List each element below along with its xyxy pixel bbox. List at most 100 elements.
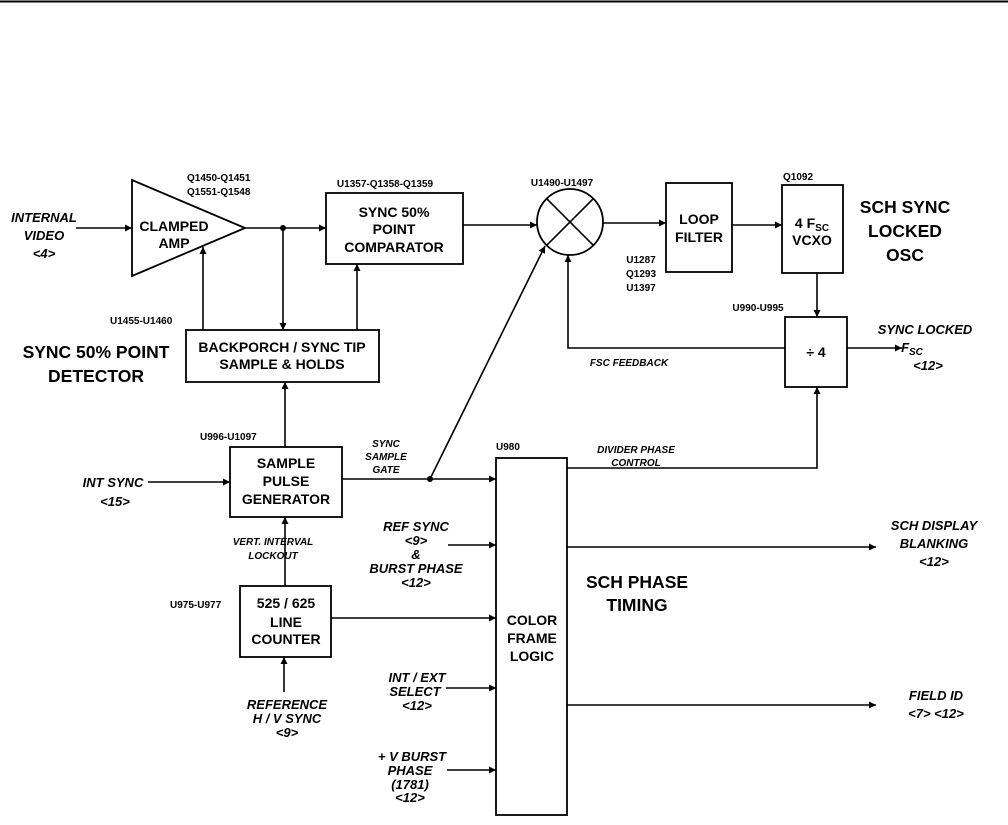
v-burst-label-4: <12>	[395, 790, 425, 805]
loop-filter-box	[665, 182, 733, 273]
fsc-feedback-label: FSC FEEDBACK	[590, 358, 669, 369]
int-ext-label-1: INT / EXT	[388, 670, 446, 685]
amplifier-triangle-icon	[131, 178, 248, 278]
v-burst-label-2: PHASE	[388, 763, 433, 778]
color-frame-block: U980 COLOR FRAME LOGIC	[495, 442, 568, 816]
clamped-amp-ref-2: Q1551-Q1548	[187, 187, 251, 198]
vcxo-label-2: VCXO	[792, 232, 832, 248]
line-counter-label-1: 525 / 625	[257, 595, 316, 611]
reference-hv-label-3: <9>	[276, 725, 299, 740]
vcxo-label-1: 4 FSC	[795, 215, 829, 234]
field-id-output: FIELD ID <7> <12>	[908, 688, 964, 721]
section-title-sch-osc-1: SCH SYNC	[860, 197, 951, 217]
section-title-sch-osc-2: LOCKED	[868, 221, 942, 241]
vert-interval-label-1: VERT. INTERVAL	[233, 537, 314, 548]
section-title-sch-phase-1: SCH PHASE	[586, 572, 688, 592]
v-burst-phase-input: + V BURST PHASE (1781) <12>	[378, 749, 496, 805]
color-frame-label-1: COLOR	[507, 612, 558, 628]
section-title-sch-phase-2: TIMING	[606, 595, 667, 615]
vcxo-block: Q1092 4 FSC VCXO	[781, 172, 844, 274]
line-counter-label-2: LINE	[270, 614, 302, 630]
ref-sync-label-3: &	[411, 547, 420, 562]
internal-video-label-3: <4>	[33, 246, 56, 261]
sample-pulse-ref: U996-U1097	[200, 432, 257, 443]
divider-label: ÷ 4	[806, 344, 826, 360]
backporch-label-1: BACKPORCH / SYNC TIP	[198, 339, 365, 355]
sync-sample-gate-label-1: SYNC	[372, 439, 401, 450]
sample-pulse-block: U996-U1097 SAMPLE PULSE GENERATOR	[200, 432, 343, 518]
sample-pulse-box	[229, 446, 343, 518]
int-ext-select-input: INT / EXT SELECT <12>	[388, 670, 496, 713]
ref-sync-label-5: <12>	[401, 575, 431, 590]
internal-video-label-1: INTERNAL	[11, 210, 77, 225]
divider-phase-label-1: DIVIDER PHASE	[597, 445, 675, 456]
v-burst-label-1: + V BURST	[378, 749, 447, 764]
sch-display-label-1: SCH DISPLAY	[891, 518, 979, 533]
int-ext-label-2: SELECT	[389, 684, 441, 699]
field-id-label-2: <7> <12>	[908, 706, 964, 721]
loop-filter-block: LOOP FILTER U1287 Q1293 U1397	[626, 182, 733, 294]
loop-filter-label-1: LOOP	[679, 211, 719, 227]
int-sync-label-2: <15>	[100, 494, 130, 509]
vcxo-box	[781, 184, 844, 274]
sync-sample-gate-label-2: SAMPLE	[365, 452, 407, 463]
color-frame-label-2: FRAME	[507, 630, 557, 646]
clamped-amp-label-2: AMP	[158, 235, 189, 251]
line-counter-ref: U975-U977	[170, 600, 222, 611]
fsc-label-sub: SC	[909, 347, 924, 358]
mixer-ref: U1490-U1497	[531, 178, 594, 189]
section-title-sync-detector-2: DETECTOR	[48, 366, 144, 386]
divider-ref: U990-U995	[732, 303, 784, 314]
loop-filter-ref-1: U1287	[626, 255, 656, 266]
sync-locked-fsc-output: SYNC LOCKED FSC <12>	[878, 322, 973, 373]
backporch-ref: U1455-U1460	[110, 316, 173, 327]
clamped-amp-label-1: CLAMPED	[139, 218, 208, 234]
vcxo-label-sub: SC	[815, 223, 829, 234]
ref-sync-label-2: <9>	[405, 533, 428, 548]
sch-display-blanking-output: SCH DISPLAY BLANKING <12>	[891, 518, 979, 569]
mixer-cross-icon	[546, 198, 594, 246]
comparator-box	[325, 192, 464, 265]
int-sync-input: INT SYNC <15>	[83, 475, 230, 509]
color-frame-label-3: LOGIC	[510, 648, 554, 664]
vcxo-ref: Q1092	[783, 172, 813, 183]
arrow-gate-to-mixer	[429, 245, 546, 480]
reference-hv-label-1: REFERENCE	[247, 697, 328, 712]
comparator-block: U1357-Q1358-Q1359 SYNC 50% POINT COMPARA…	[325, 179, 464, 265]
loop-filter-ref-3: U1397	[626, 283, 656, 294]
fsc-label: FSC	[901, 340, 924, 358]
backporch-label-2: SAMPLE & HOLDS	[219, 356, 344, 372]
ref-sync-label-1: REF SYNC	[383, 519, 449, 534]
comparator-ref: U1357-Q1358-Q1359	[337, 179, 434, 190]
clamped-amp-ref-1: Q1450-Q1451	[187, 173, 251, 184]
vcxo-label-main: 4 F	[795, 215, 816, 231]
comparator-label-3: COMPARATOR	[344, 239, 444, 255]
sample-pulse-label-1: SAMPLE	[257, 455, 315, 471]
section-title-sync-detector-1: SYNC 50% POINT	[23, 342, 170, 362]
fsc-label-main: F	[901, 340, 910, 355]
sample-pulse-label-3: GENERATOR	[242, 491, 330, 507]
arrow-fsc-feedback	[564, 255, 785, 349]
loop-filter-ref-2: Q1293	[626, 269, 656, 280]
vert-interval-label-2: LOCKOUT	[248, 551, 298, 562]
ref-sync-burst-input: REF SYNC <9> & BURST PHASE <12>	[369, 519, 496, 590]
divider-phase-label-2: CONTROL	[611, 458, 660, 469]
line-counter-label-3: COUNTER	[251, 631, 320, 647]
sch-display-label-3: <12>	[919, 554, 949, 569]
color-frame-ref: U980	[496, 442, 520, 453]
comparator-label-2: POINT	[373, 221, 416, 237]
loop-filter-label-2: FILTER	[675, 229, 723, 245]
backporch-block: BACKPORCH / SYNC TIP SAMPLE & HOLDS	[185, 329, 380, 383]
field-id-label-1: FIELD ID	[909, 688, 964, 703]
sync-locked-connector: <12>	[913, 358, 943, 373]
sync-sample-gate-label-3: GATE	[372, 465, 399, 476]
arrow-divider-phase-control	[567, 387, 821, 469]
sample-pulse-label-2: PULSE	[263, 473, 310, 489]
v-burst-label-3: (1781)	[391, 777, 429, 792]
comparator-label-1: SYNC 50%	[359, 204, 430, 220]
reference-hv-sync-input: REFERENCE H / V SYNC <9>	[247, 657, 328, 740]
line-counter-box	[239, 585, 332, 658]
int-sync-label-1: INT SYNC	[83, 475, 144, 490]
internal-video-label-2: VIDEO	[24, 228, 64, 243]
